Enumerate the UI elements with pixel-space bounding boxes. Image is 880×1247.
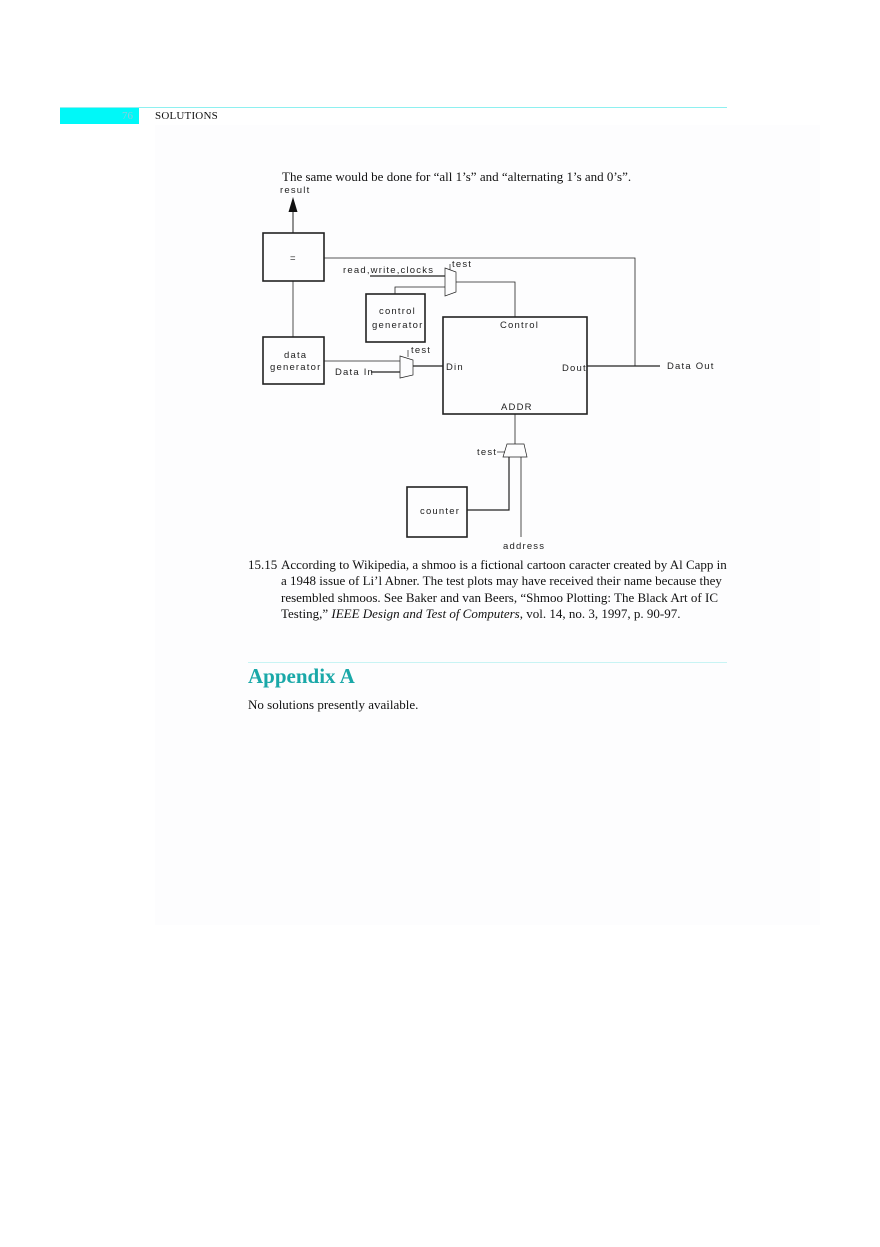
data-in-label: Data In	[335, 367, 374, 378]
arrow-up-icon	[288, 197, 298, 212]
page-number: 76	[60, 108, 139, 124]
appendix-heading: Appendix A	[248, 664, 355, 688]
memory-test-diagram: result = data generator read,write,clock…	[262, 185, 715, 552]
ctrlgen-wire	[394, 286, 445, 294]
dataout-feedback-wire	[324, 257, 636, 366]
test-label-din: test	[411, 345, 431, 356]
control-generator-label-1: control	[379, 306, 416, 317]
answer-body: According to Wikipedia, a shmoo is a fic…	[281, 557, 728, 622]
din-port-label: Din	[446, 362, 464, 373]
test-label-addr: test	[477, 447, 497, 458]
appendix-body: No solutions presently available.	[248, 697, 419, 712]
control-mux	[444, 267, 457, 297]
section-rule	[248, 662, 727, 663]
control-generator-label-2: generator	[372, 320, 423, 331]
counter-label: counter	[420, 506, 460, 517]
counter-box	[406, 486, 468, 538]
answer-citation: , vol. 14, no. 3, 1997, p. 90-97.	[519, 605, 681, 621]
din-mux	[399, 355, 414, 379]
dout-port-label: Dout	[562, 363, 587, 374]
answer-number: 15.15	[248, 557, 278, 572]
data-out-label: Data Out	[667, 361, 715, 372]
data-generator-box	[262, 336, 325, 385]
equals-label: =	[290, 253, 297, 264]
test-label-top: test	[452, 259, 472, 270]
read-write-clocks-label: read,write,clocks	[343, 265, 434, 276]
address-label: address	[503, 541, 545, 552]
answer-text: According to Wikipedia, a shmoo is a fic…	[281, 557, 727, 621]
addr-port-label: ADDR	[501, 402, 533, 413]
answer-15-15: 15.15 According to Wikipedia, a shmoo is…	[248, 557, 728, 622]
control-generator-box	[365, 293, 426, 343]
control-wire	[456, 281, 516, 317]
counter-wire	[467, 457, 510, 511]
header-rule	[60, 107, 727, 108]
comparator-box	[262, 232, 325, 282]
journal-title: IEEE Design and Test of Computers	[331, 605, 520, 621]
addr-mux	[502, 443, 528, 458]
data-generator-label-1: data	[284, 350, 307, 361]
control-port-label: Control	[500, 320, 539, 331]
intro-text: The same would be done for “all 1’s” and…	[282, 169, 632, 184]
running-head: SOLUTIONS	[155, 110, 218, 122]
data-generator-label-2: generator	[270, 362, 321, 373]
result-label: result	[280, 185, 310, 196]
